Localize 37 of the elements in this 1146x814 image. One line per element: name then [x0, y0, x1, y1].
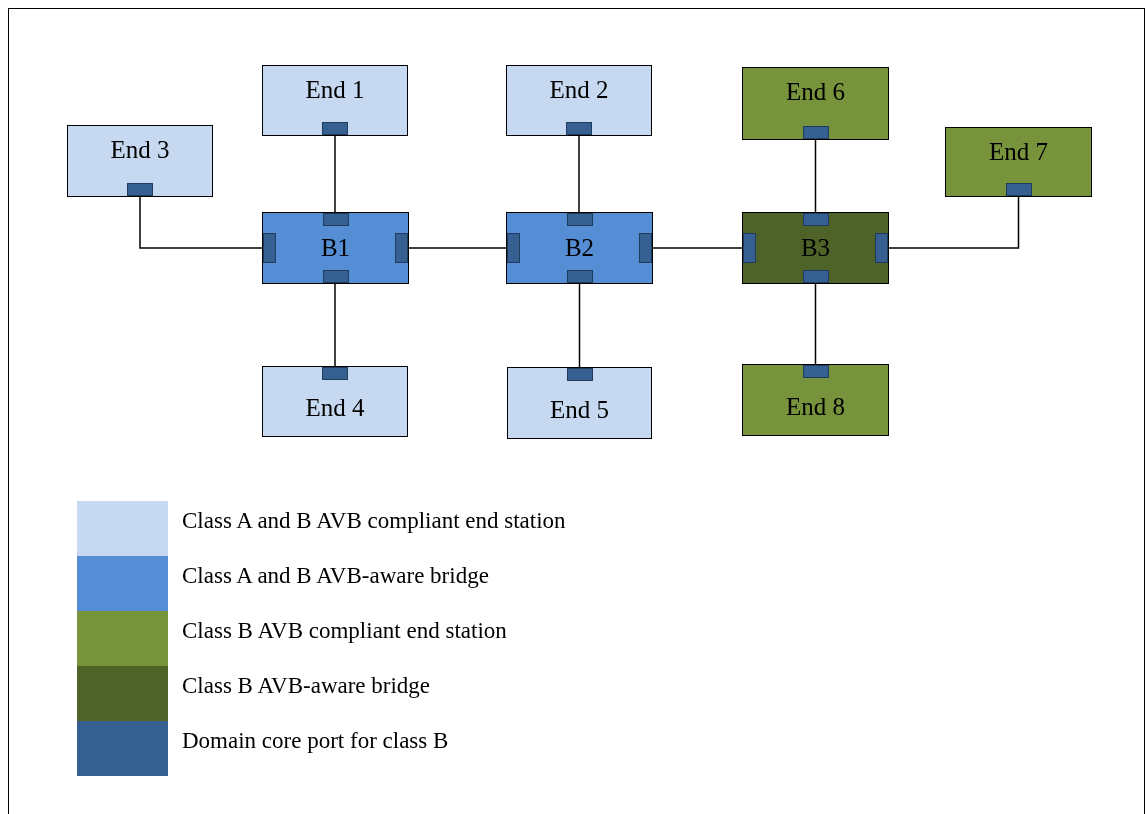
- end-station-box: [507, 367, 652, 439]
- connector-line: [888, 196, 1020, 249]
- end-station-box: [262, 65, 408, 136]
- node-label: B3: [800, 234, 831, 262]
- end-station-box: [262, 366, 408, 437]
- node-label: End 5: [550, 396, 609, 424]
- connector-line: [578, 283, 581, 368]
- connector-line: [652, 247, 743, 249]
- legend-label: Class B AVB-aware bridge: [182, 672, 431, 699]
- node-label: B2: [564, 234, 595, 262]
- bridge-box: [262, 212, 409, 284]
- node-label: End 8: [786, 393, 845, 421]
- legend-label: Class B AVB compliant end station: [182, 617, 507, 644]
- connector-line: [408, 247, 507, 249]
- legend-label: Domain core port for class B: [182, 727, 449, 754]
- connector-line: [139, 196, 263, 249]
- connector-line: [814, 139, 817, 213]
- bridge-box: [506, 212, 653, 284]
- node-label: End 6: [786, 78, 845, 106]
- node-label: End 4: [305, 394, 365, 422]
- end-station-box: [67, 125, 213, 197]
- connector-line: [814, 283, 817, 365]
- connector-line: [334, 135, 336, 213]
- node-label: End 1: [305, 76, 365, 104]
- node-label: End 7: [989, 138, 1048, 166]
- node-label: End 3: [110, 136, 170, 164]
- node-label: B1: [320, 234, 351, 262]
- bridge-box: [742, 212, 889, 284]
- connector-line: [334, 283, 336, 367]
- connector-line: [578, 135, 580, 213]
- end-station-box: [742, 364, 889, 436]
- legend-label: Class A and B AVB compliant end station: [182, 507, 566, 534]
- end-station-box: [742, 67, 889, 140]
- end-station-box: [945, 127, 1092, 197]
- node-label: End 2: [549, 76, 609, 104]
- legend-label: Class A and B AVB-aware bridge: [182, 562, 489, 589]
- end-station-box: [506, 65, 652, 136]
